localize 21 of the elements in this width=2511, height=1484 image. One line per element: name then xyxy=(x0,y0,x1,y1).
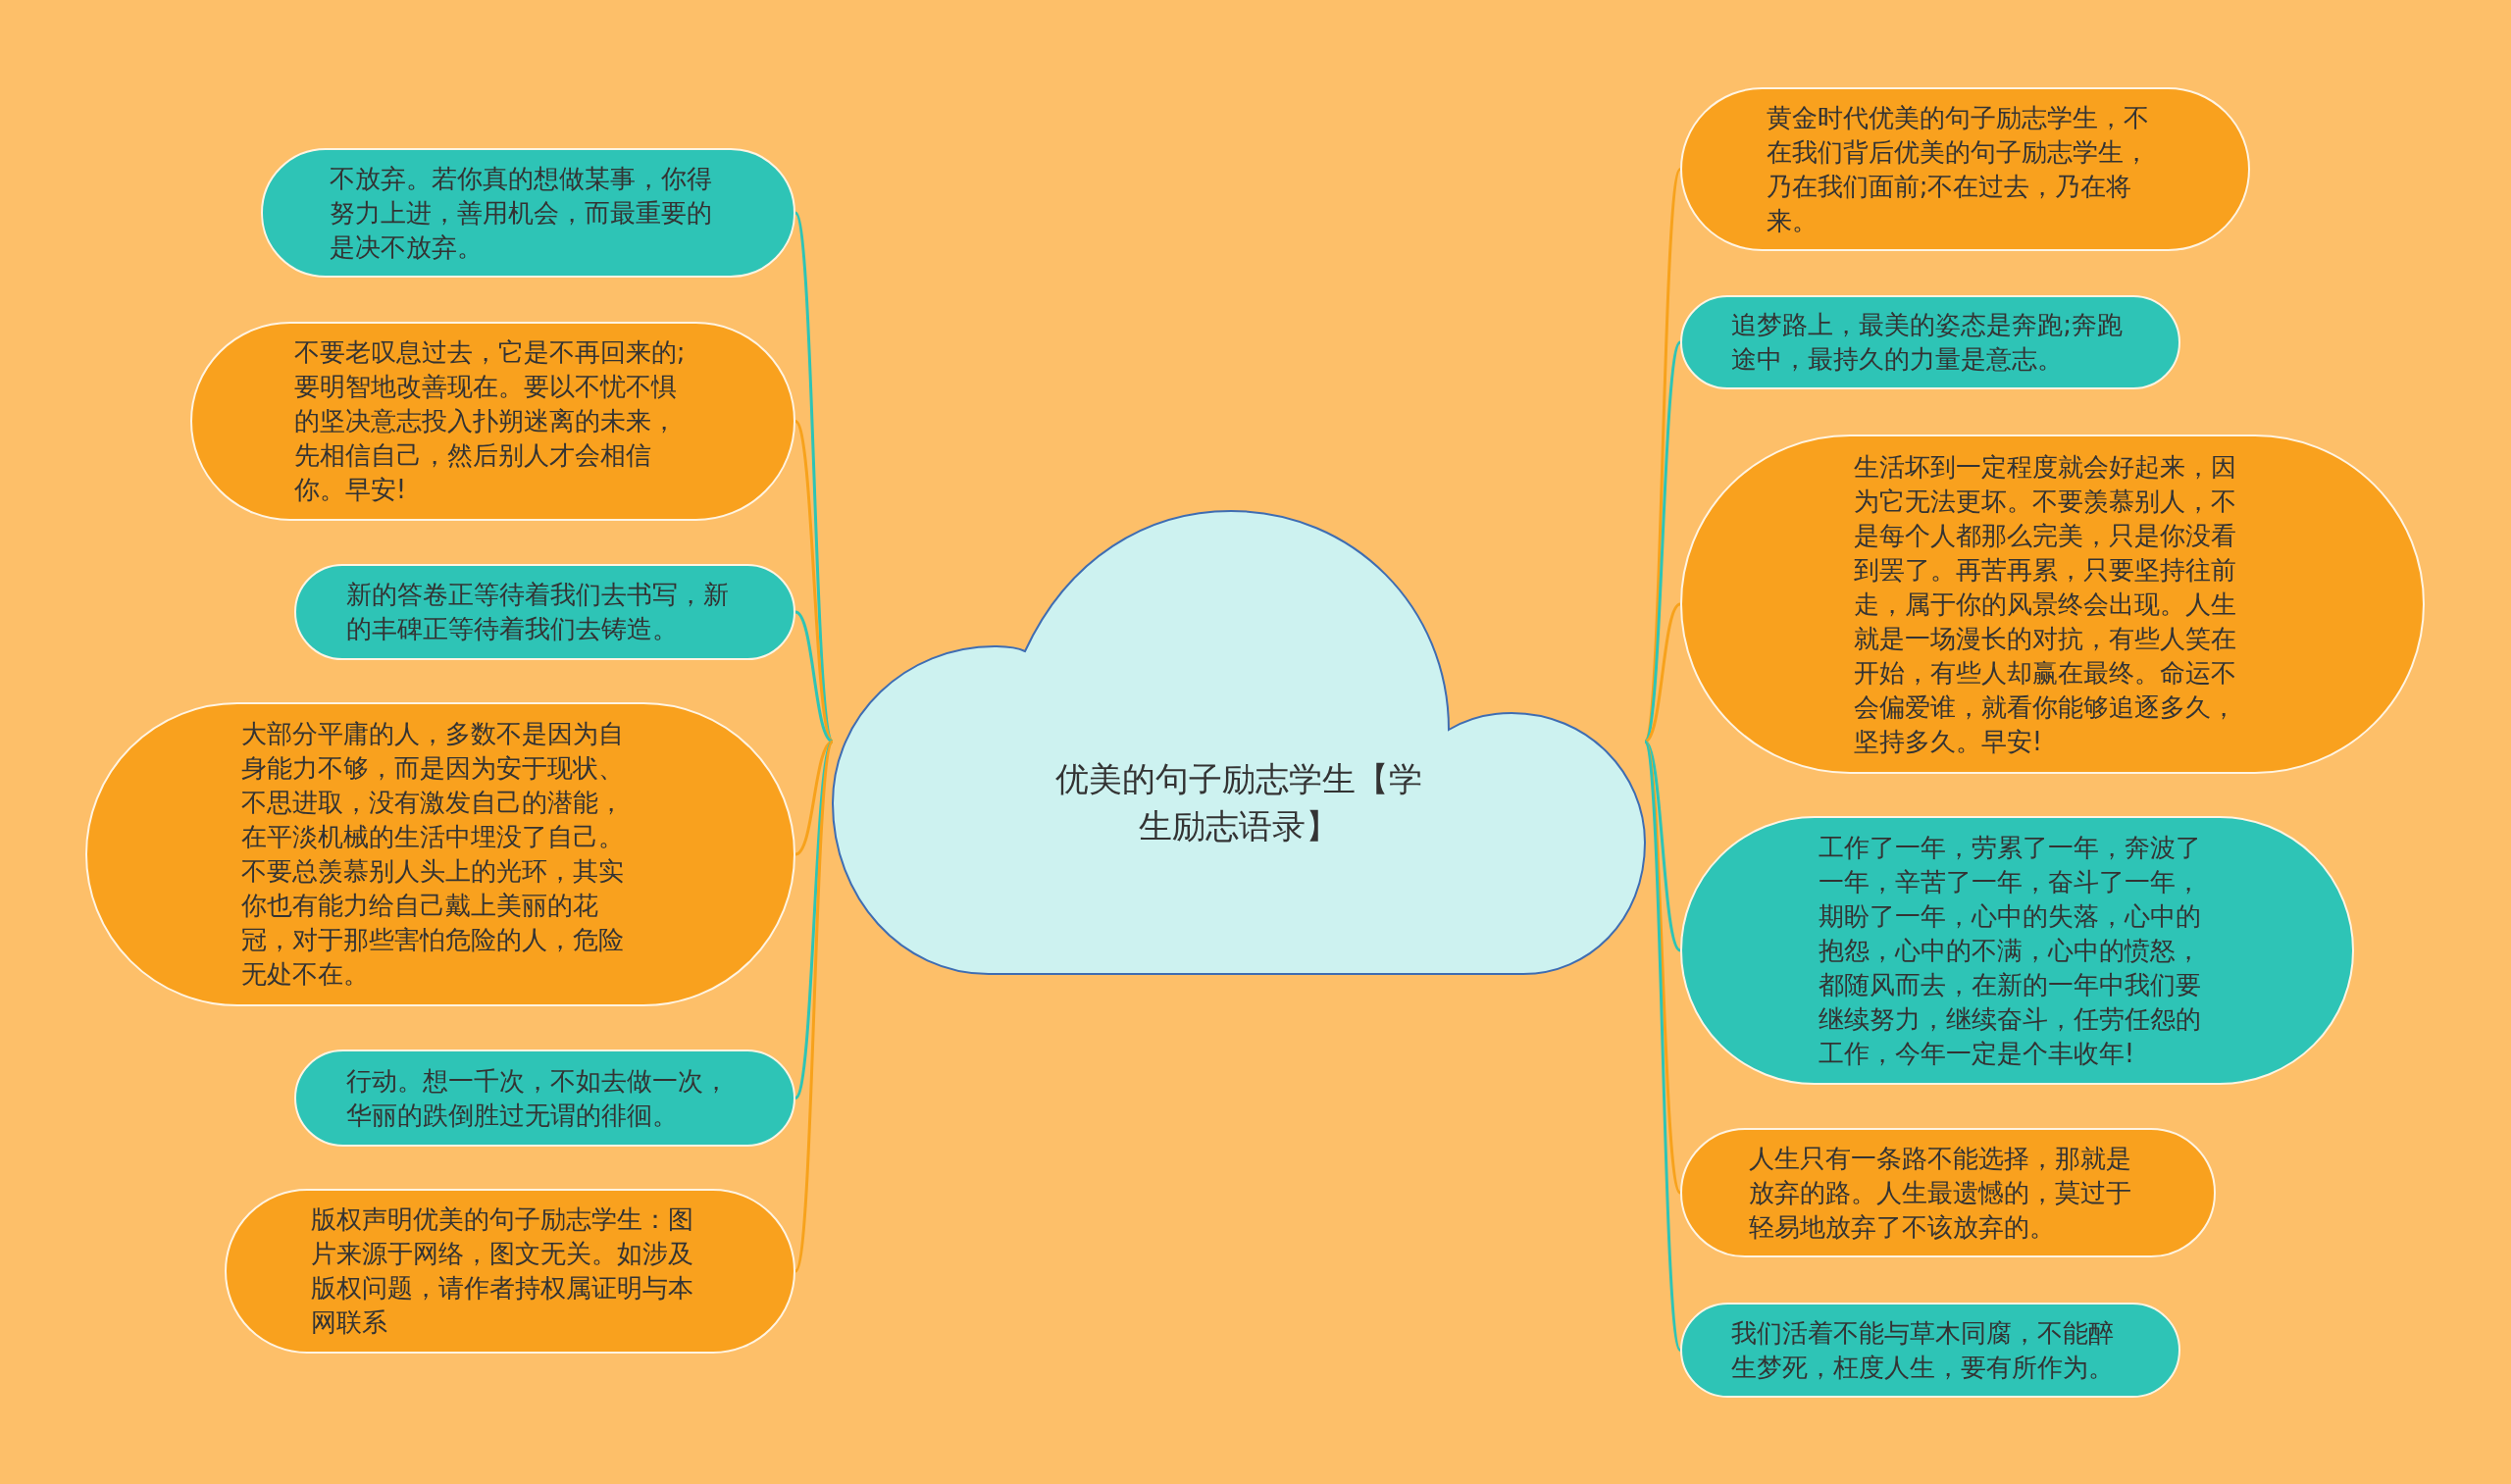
central-topic-text: 优美的句子励志学生【学生励志语录】 xyxy=(1054,758,1423,847)
quote-text: 追梦路上，最美的姿态是奔跑;奔跑途中，最持久的力量是意志。 xyxy=(1731,309,2124,376)
quote-text: 大部分平庸的人，多数不是因为自身能力不够，而是因为安于现状、不思进取，没有激发自己的潜能，在平淡机械的生活中埋没了自己。不要总羡慕别人头上的光环，其实你也有能力给自己戴上美丽的花冠，对于那些害怕危险的人，危险无处不在。 xyxy=(241,718,626,991)
cloud-shape xyxy=(833,509,1645,974)
connector-line xyxy=(794,610,834,743)
quote-text: 我们活着不能与草木同腐，不能醉生梦死，枉度人生，要有所作为。 xyxy=(1731,1316,2116,1384)
quote-text: 不放弃。若你真的想做某事，你得努力上进，善用机会，而最重要的是决不放弃。 xyxy=(329,162,713,264)
quote-text: 不要老叹息过去，它是不再回来的;要明智地改善现在。要以不忧不惧的坚决意志投入扑朔迷离的未来，先相信自己，然后别人才会相信你。早安! xyxy=(293,336,687,506)
connector-line xyxy=(794,420,835,742)
quote-text: 生活坏到一定程度就会好起来，因为它无法更坏。不要羡慕别人，不是每个人都那么完美，只是你没看到罢了。再苦再累，只要坚持往前走，属于你的风景终会出现。人生就是一场漫长的对抗，有些人笑在开始，有些人却赢在最终。命运不会偏爱谁，就看你能够追逐多久，坚持多久。早安! xyxy=(1853,450,2237,758)
quote-text: 行动。想一千次，不如去做一次，华丽的跌倒胜过无谓的徘徊。 xyxy=(345,1064,730,1132)
connector-line xyxy=(794,740,834,856)
connector-line xyxy=(794,741,835,1272)
connector-line xyxy=(1643,341,1682,742)
quote-text: 人生只有一条路不能选择，那就是放弃的路。人生最遗憾的，莫过于轻易地放弃了不该放弃的。 xyxy=(1749,1142,2133,1244)
quote-text: 工作了一年，劳累了一年，奔波了一年，辛苦了一年，奋斗了一年，期盼了一年，心中的失落，心中的抱怨，心中的不满，心中的愤怒，都随风而去，在新的一年中我们要继续努力，继续奋斗，任劳任怨的工作，今年一定是个丰收年! xyxy=(1818,831,2202,1070)
connector-line xyxy=(1644,602,1681,743)
connector-line xyxy=(1643,741,1682,1351)
quote-text: 新的答卷正等待着我们去书写，新的丰碑正等待着我们去铸造。 xyxy=(345,579,730,645)
quote-text: 黄金时代优美的句子励志学生，不在我们背后优美的句子励志学生，乃在我们面前;不在过去，乃在将来。 xyxy=(1766,101,2150,237)
quote-text: 版权声明优美的句子励志学生：图片来源于网络，图文无关。如涉及版权问题，请作者持权属证明与本网联系 xyxy=(311,1203,695,1339)
